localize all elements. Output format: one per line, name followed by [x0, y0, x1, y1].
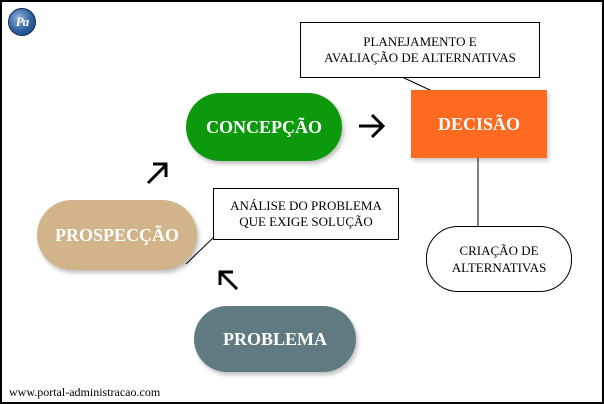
arrow-right-icon — [359, 113, 386, 139]
connector-analise-prospeccao — [185, 236, 215, 265]
arrow-up-left-icon — [218, 270, 239, 291]
node-prospeccao-label: PROSPECÇÃO — [54, 224, 179, 245]
portal-logo: Pa — [8, 8, 36, 36]
footer-url: www.portal-administracao.com — [9, 385, 161, 399]
callout-planejamento-line1: PLANEJAMENTO E — [363, 34, 477, 49]
arrow-up-right-icon — [146, 162, 168, 185]
node-prospeccao: PROSPECÇÃO — [37, 200, 197, 270]
callout-criacao-line1: CRIAÇÃO DE — [459, 243, 539, 258]
node-decisao: DECISÃO — [411, 90, 547, 158]
node-problema-label: PROBLEMA — [222, 328, 327, 349]
callout-planejamento: PLANEJAMENTO E AVALIAÇÃO DE ALTERNATIVAS — [300, 22, 540, 78]
node-concepcao-label: CONCEPÇÃO — [206, 116, 322, 137]
callout-criacao: CRIAÇÃO DE ALTERNATIVAS — [426, 226, 572, 292]
callout-analise: ANÁLISE DO PROBLEMA QUE EXIGE SOLUÇÃO — [213, 188, 399, 240]
callout-planejamento-line2: AVALIAÇÃO DE ALTERNATIVAS — [324, 50, 516, 65]
callout-criacao-line2: ALTERNATIVAS — [451, 260, 547, 275]
logo-text: Pa — [15, 14, 29, 29]
node-problema: PROBLEMA — [194, 306, 356, 372]
node-decisao-label: DECISÃO — [437, 113, 521, 134]
callout-analise-line1: ANÁLISE DO PROBLEMA — [230, 198, 382, 213]
node-concepcao: CONCEPÇÃO — [186, 93, 342, 161]
connector-planejamento-decisao — [401, 76, 433, 92]
callout-analise-line2: QUE EXIGE SOLUÇÃO — [239, 214, 373, 229]
